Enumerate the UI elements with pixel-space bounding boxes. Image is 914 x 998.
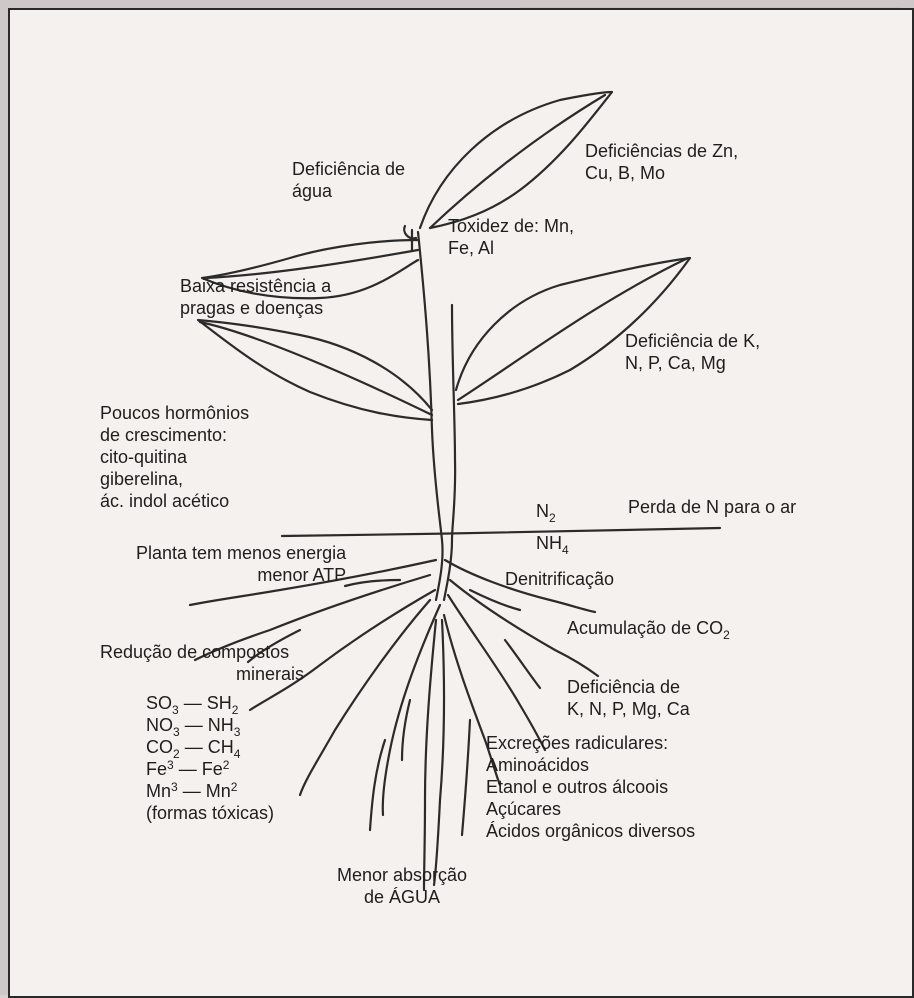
label-water-deficiency: Deficiência de água xyxy=(292,158,405,202)
soil-line xyxy=(282,528,720,536)
label-n2: N2 xyxy=(536,500,556,524)
compound-row: Fe3 — Fe2 xyxy=(146,758,274,780)
stem xyxy=(418,232,443,600)
label-less-energy: Planta tem menos energia menor ATP xyxy=(136,542,346,586)
label-macronutrient-deficiency: Deficiência de K, N, P, Ca, Mg xyxy=(625,330,760,374)
compound-row: CO2 — CH4 xyxy=(146,736,274,758)
compound-list: SO3 — SH2 NO3 — NH3 CO2 — CH4 Fe3 — Fe2 … xyxy=(146,692,274,824)
label-toxicity: Toxidez de: Mn, Fe, Al xyxy=(448,215,574,259)
bud xyxy=(404,226,416,250)
compound-row: NO3 — NH3 xyxy=(146,714,274,736)
compound-row: Mn3 — Mn2 xyxy=(146,780,274,802)
label-mineral-reduction: Redução de compostos minerais xyxy=(100,641,304,685)
leaf-right-vein xyxy=(458,258,688,400)
label-nitrogen-loss: Perda de N para o ar xyxy=(628,496,796,518)
label-co2-accumulation: Acumulação de CO2 xyxy=(567,617,730,641)
label-micronutrient-deficiency: Deficiências de Zn, Cu, B, Mo xyxy=(585,140,738,184)
leaf-top-vein xyxy=(430,95,605,228)
label-hormones: Poucos hormônios de crescimento: cito-qu… xyxy=(100,402,249,512)
label-low-resistance: Baixa resistência a pragas e doenças xyxy=(180,275,331,319)
compound-row: SO3 — SH2 xyxy=(146,692,274,714)
label-root-deficiency: Deficiência de K, N, P, Mg, Ca xyxy=(567,676,690,720)
leaf-top xyxy=(420,92,612,228)
stem-inner xyxy=(444,305,455,600)
label-toxic-forms: (formas tóxicas) xyxy=(146,802,274,824)
leaf-left-upper-vein xyxy=(205,250,418,278)
label-denitrification: Denitrificação xyxy=(505,568,614,590)
label-root-excretions: Excreções radiculares: Aminoácidos Etano… xyxy=(486,732,695,842)
label-nh4: NH4 xyxy=(536,532,569,556)
label-water-absorption: Menor absorção de ÁGUA xyxy=(337,864,467,908)
